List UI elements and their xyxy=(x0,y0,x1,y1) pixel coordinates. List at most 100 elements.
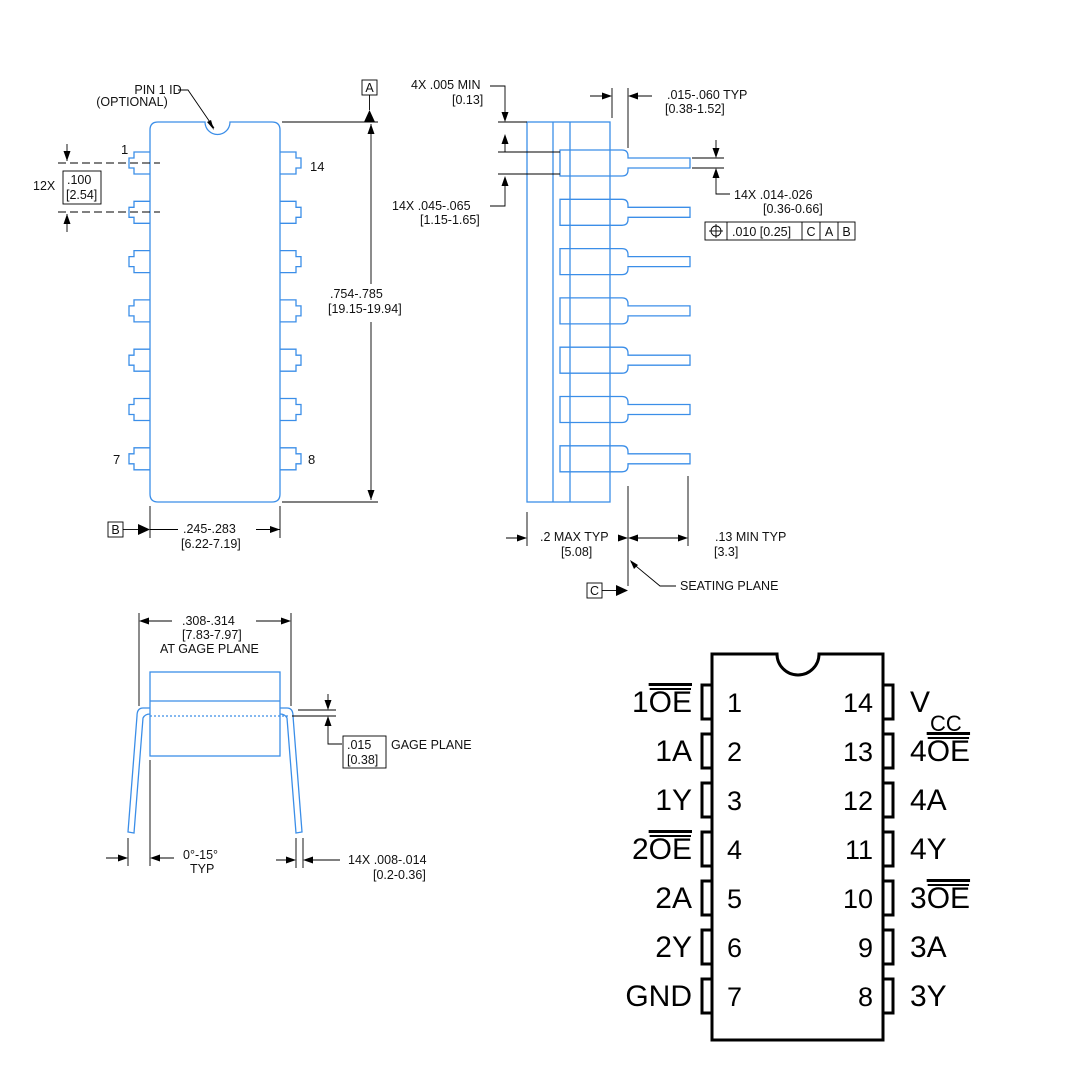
length-in: .754-.785 xyxy=(330,287,383,301)
position-tolerance-icon xyxy=(709,224,723,238)
lead-thick-arrow-top xyxy=(712,148,720,158)
top-right-lead xyxy=(280,447,302,471)
end-body-outline xyxy=(149,671,281,757)
pin-signal-left: 2Y xyxy=(655,931,692,964)
pin-signal-right: 4Y xyxy=(910,833,947,866)
standoff-mm: [0.13] xyxy=(452,93,483,107)
pin-number-right: 13 xyxy=(843,737,873,767)
tolerance-value: .010 [0.25] xyxy=(732,225,791,239)
lead-len-arrow-right xyxy=(678,534,688,542)
side-lead xyxy=(559,297,691,325)
pitch-in: .100 xyxy=(67,173,91,187)
top-view-left-leads xyxy=(128,151,150,471)
gage-arrow-bottom xyxy=(324,716,332,726)
span-arrow-right xyxy=(281,617,291,625)
seating-plane-label: SEATING PLANE xyxy=(680,579,778,593)
pitch-count: 12X xyxy=(33,179,56,193)
datum-a-triangle xyxy=(364,110,375,122)
side-lead xyxy=(559,395,691,424)
tolerance-frame-box xyxy=(704,221,856,241)
datum-c-triangle xyxy=(616,585,628,596)
pin-number-left: 1 xyxy=(727,688,742,718)
top-left-lead xyxy=(128,348,150,372)
width-mm: [6.22-7.19] xyxy=(181,537,241,551)
gage-arrow-top xyxy=(324,700,332,710)
pin-signal-right: 4OE xyxy=(910,735,970,768)
top-left-lead xyxy=(128,151,150,175)
height-in: .2 MAX TYP xyxy=(540,530,609,544)
side-lead xyxy=(559,346,691,374)
top-left-lead xyxy=(128,299,150,323)
pin-signal-left: 2A xyxy=(655,882,692,915)
top-right-lead xyxy=(280,299,302,323)
top-right-lead xyxy=(280,151,302,175)
length-mm: [19.15-19.94] xyxy=(328,302,402,316)
pin-number-left: 7 xyxy=(727,982,742,1012)
height-mm: [5.08] xyxy=(561,545,592,559)
pin-stub-left xyxy=(700,683,712,721)
tolerance-ref-b: B xyxy=(842,225,850,239)
pin-stub-left xyxy=(700,928,712,966)
top-right-lead xyxy=(280,200,302,224)
lead-width-arrow xyxy=(501,176,509,186)
top-right-lead xyxy=(280,348,302,372)
datum-c-label: C xyxy=(590,584,599,598)
pin-signal-left: 1A xyxy=(655,735,692,768)
pitch-mm: [2.54] xyxy=(66,188,97,202)
pin-signal-right: 3Y xyxy=(910,980,947,1013)
pin1-optional-label: (OPTIONAL) xyxy=(96,95,168,109)
angle-typ: TYP xyxy=(190,862,214,876)
pitch-arrow-top xyxy=(63,151,71,161)
lead-width-in: 14X .045-.065 xyxy=(392,199,471,213)
pin-number-right: 10 xyxy=(843,884,873,914)
top-left-lead xyxy=(128,200,150,224)
pin-number-left: 3 xyxy=(727,786,742,816)
span-mm: [7.83-7.97] xyxy=(182,628,242,642)
lead-thk-arrow-left xyxy=(286,856,296,864)
pitch-basic-box xyxy=(62,170,102,205)
pin-stub-right xyxy=(883,879,895,917)
end-left-lead xyxy=(127,707,151,834)
lead-len-arrow-left xyxy=(628,534,638,542)
pin-number-left: 2 xyxy=(727,737,742,767)
pin-number-right: 14 xyxy=(843,688,873,718)
pin-stub-left xyxy=(700,732,712,770)
pin-number-right: 12 xyxy=(843,786,873,816)
shoulder-mm: [0.38-1.52] xyxy=(665,102,725,116)
side-view: 4X .005 MIN [0.13] .015-.060 TYP [0.38-1… xyxy=(392,78,856,599)
datum-b-label: B xyxy=(111,523,119,537)
pin-stub-right xyxy=(883,830,895,868)
width-arrow-right xyxy=(270,526,280,533)
angle-label: 0°-15° xyxy=(183,848,218,862)
angle-arrow-right xyxy=(150,854,160,862)
pin-stub-right xyxy=(883,928,895,966)
side-view-leads xyxy=(559,149,691,473)
standoff-arrow-bottom xyxy=(501,134,509,144)
pinout-pin-stubs xyxy=(700,683,895,1015)
pin-number-left: 6 xyxy=(727,933,742,963)
lead-thick-leader xyxy=(715,176,730,195)
gage-plane-label: GAGE PLANE xyxy=(391,738,472,752)
pin-signal-left: GND xyxy=(625,980,692,1013)
pin-signal-right: 3OE xyxy=(910,882,970,915)
pin-stub-right xyxy=(883,732,895,770)
lead-width-leader xyxy=(490,182,506,207)
pin-number-right: 8 xyxy=(858,982,873,1012)
lead-thk-mm: [0.2-0.36] xyxy=(373,868,426,882)
lead-len-mm: [3.3] xyxy=(714,545,738,559)
pin1-arrowhead xyxy=(207,120,214,130)
gage-basic-box xyxy=(342,735,387,769)
pin-stub-right xyxy=(883,977,895,1015)
pin-signal-right: 4A xyxy=(910,784,947,817)
pin-number-right: 9 xyxy=(858,933,873,963)
pin-number-left: 4 xyxy=(727,835,742,865)
pin-stub-left xyxy=(700,879,712,917)
side-lead xyxy=(559,445,691,473)
tolerance-ref-a: A xyxy=(825,225,834,239)
top-right-lead xyxy=(280,249,302,274)
datum-a-label: A xyxy=(365,81,374,95)
